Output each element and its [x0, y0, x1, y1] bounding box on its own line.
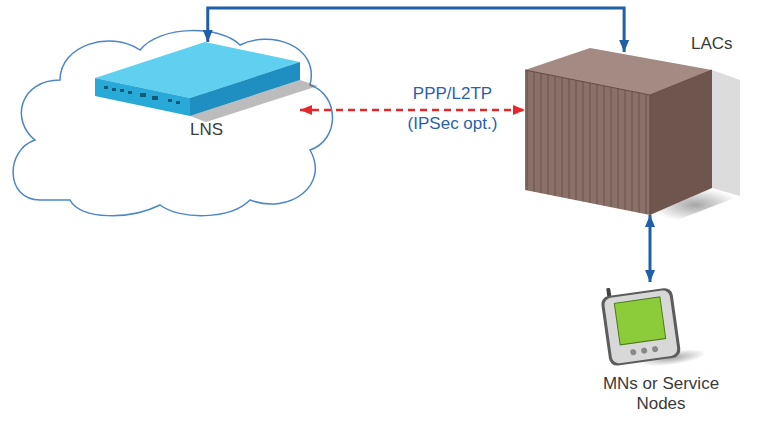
- lacs-box: LACs: [525, 52, 712, 215]
- lns-device-art: [95, 42, 318, 122]
- access-link: [649, 215, 652, 282]
- node-label: MNs or Service Nodes: [600, 374, 722, 414]
- lns-device: LNS: [95, 42, 300, 116]
- link-line: [208, 8, 624, 52]
- node-label: LNS: [190, 120, 223, 140]
- handheld-art: [599, 276, 707, 374]
- tunnel-link: [300, 109, 525, 112]
- network-cloud: [13, 31, 332, 216]
- node-label: LACs: [691, 34, 733, 54]
- link-label: PPP/L2TP (IPSec opt.): [397, 79, 509, 139]
- mobile-node: MNs or Service Nodes: [585, 282, 735, 424]
- lacs-box-art: [525, 48, 740, 222]
